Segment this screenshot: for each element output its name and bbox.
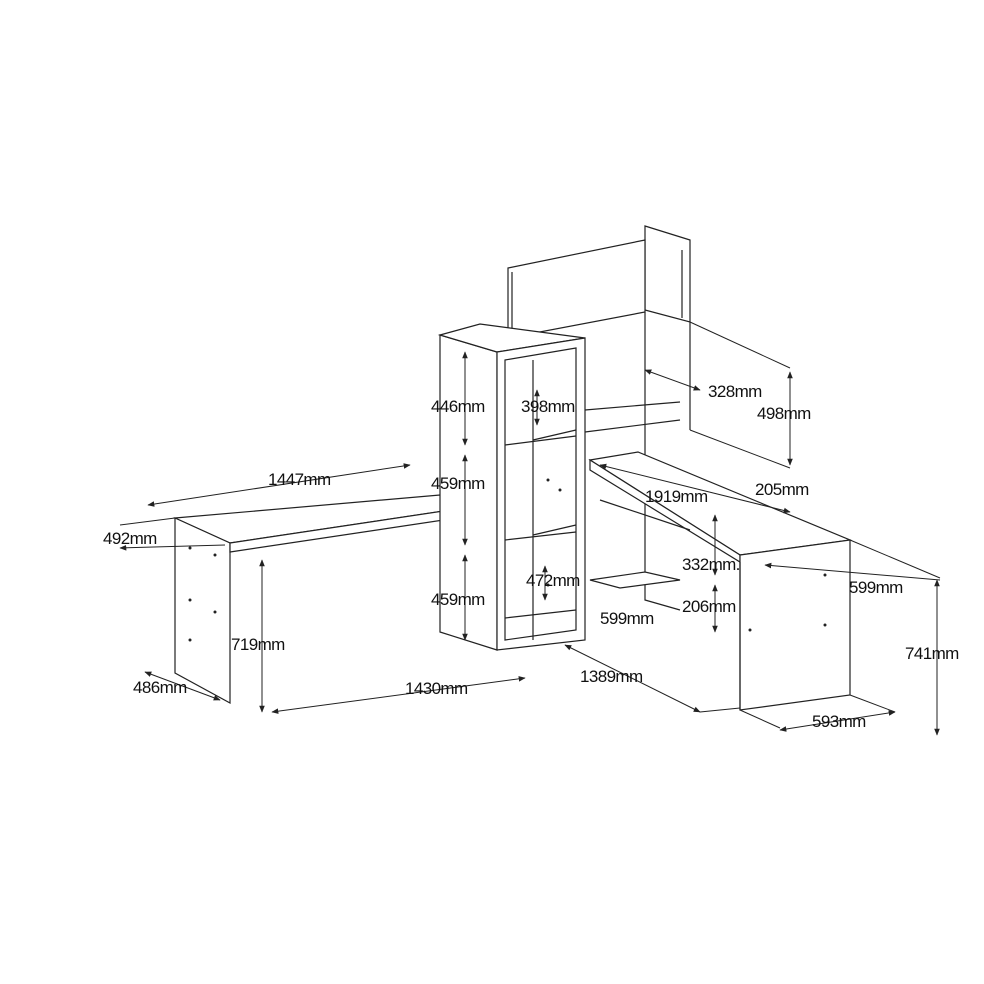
dim-left-desk-height: 719mm	[231, 635, 285, 654]
dim-shelf-mid-height: 459mm	[431, 474, 485, 493]
dim-right-desk-bottom: 1389mm	[580, 667, 643, 686]
dim-shelf-inner: 472mm	[526, 571, 580, 590]
dim-right-desk-length: 1919mm	[645, 487, 708, 506]
dim-hutch-shelf-depth: 205mm	[755, 480, 809, 499]
dim-under-shelf-low: 206mm	[682, 597, 736, 616]
dim-left-leg-depth: 486mm	[133, 678, 187, 697]
dim-hutch-width: 328mm	[708, 382, 762, 401]
dim-right-leg-depth: 593mm	[812, 712, 866, 731]
bookshelf	[437, 323, 586, 651]
dim-total-height: 741mm	[905, 644, 959, 663]
dim-left-desk-length: 1447mm	[268, 470, 331, 489]
dimension-lines	[119, 321, 941, 736]
dim-under-shelf-height: 332mm.	[682, 555, 740, 574]
dim-left-desk-depth: 492mm	[103, 529, 157, 548]
dim-shelf-depth: 599mm	[600, 609, 654, 628]
hutch-back-panel	[507, 225, 691, 611]
dim-shelf-width: 398mm	[521, 397, 575, 416]
dim-shelf-top-height: 446mm	[431, 397, 485, 416]
dim-right-desk-depth: 599mm	[849, 578, 903, 597]
dim-shelf-low-height: 459mm	[431, 590, 485, 609]
dim-left-desk-bottom: 1430mm	[405, 679, 468, 698]
dim-hutch-height: 498mm	[757, 404, 811, 423]
